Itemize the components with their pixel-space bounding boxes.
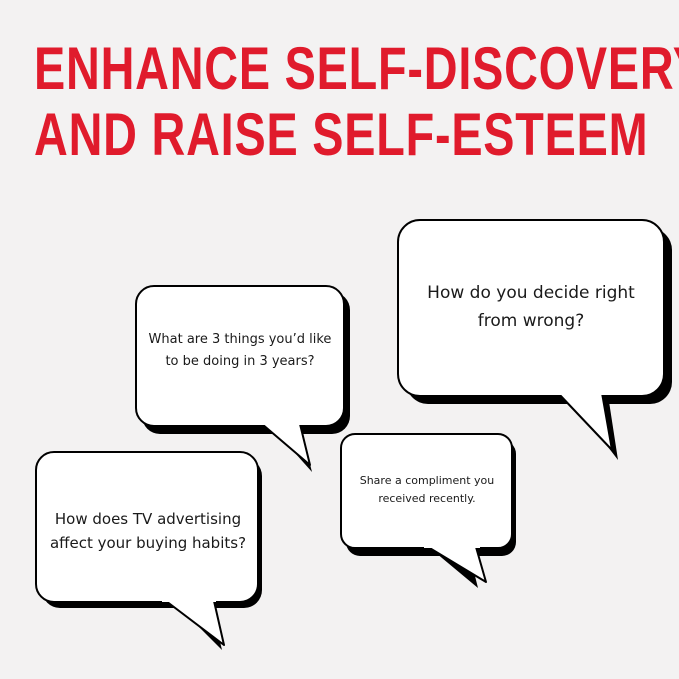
bubble-text-bottom-left: How does TV advertising affect your buyi…	[49, 510, 247, 552]
bubble-text-bottom-right: Share a compliment you received recently…	[359, 474, 495, 505]
speech-bubble-bottom-left	[35, 451, 262, 650]
speech-bubble-bottom-right	[340, 433, 516, 588]
bubble-text-middle-left: What are 3 things you’d like to be doing…	[148, 332, 332, 369]
speech-bubble-middle-left	[135, 285, 350, 472]
speech-bubble-large-right	[397, 219, 672, 460]
bubble-text-large-right: How do you decide right from wrong?	[427, 283, 635, 331]
